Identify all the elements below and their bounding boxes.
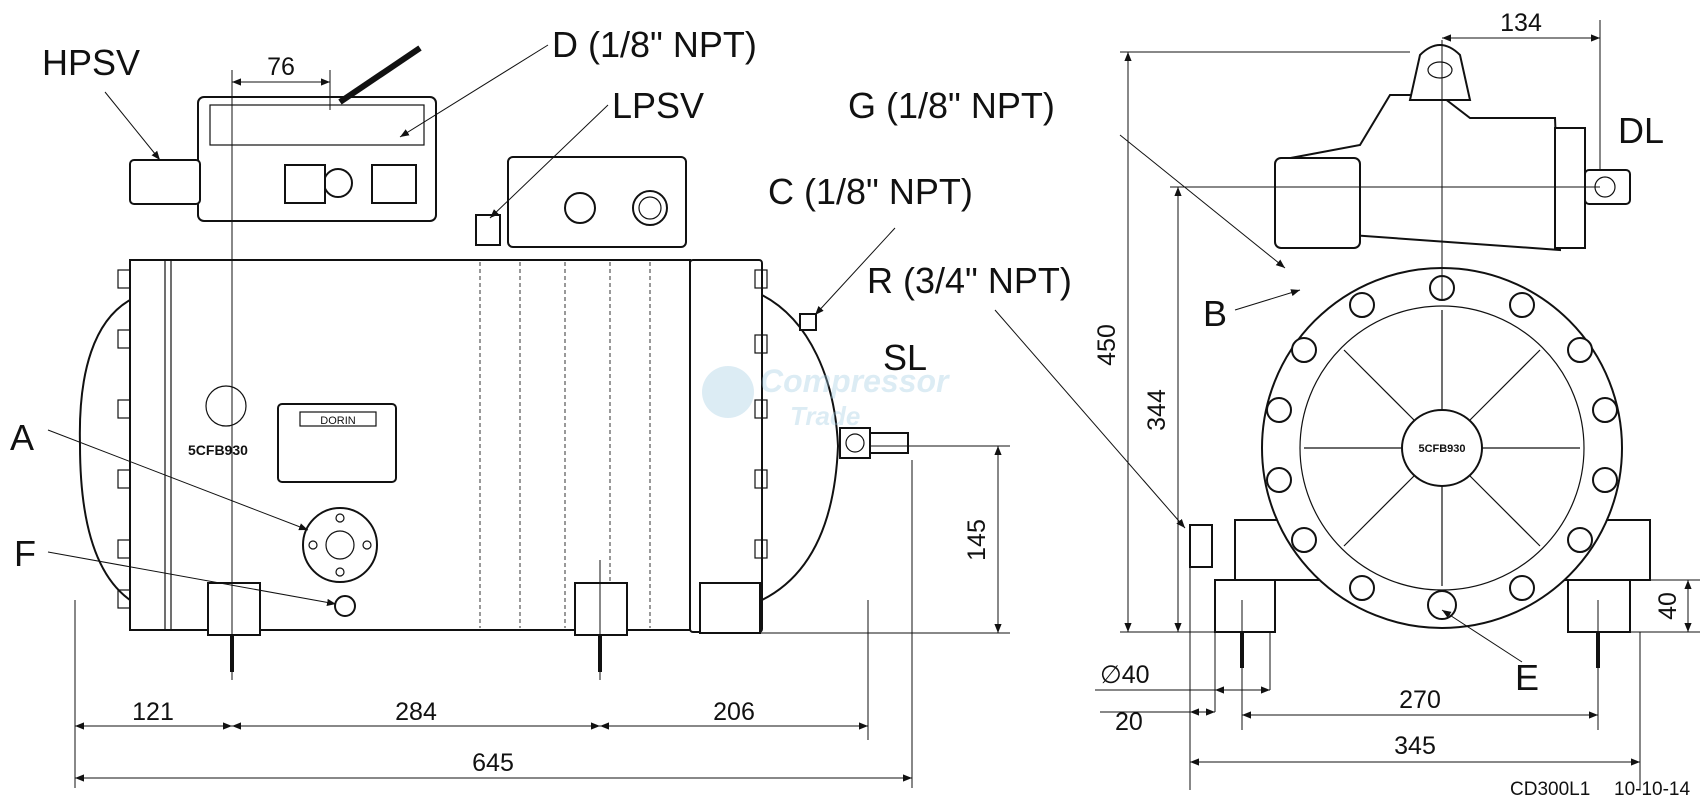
dim-270: 270 (1399, 686, 1441, 714)
nameplate (277, 403, 397, 483)
dim-dia40: ∅40 (1100, 661, 1150, 689)
bearing-flange (689, 259, 763, 633)
dim-134: 134 (1500, 9, 1542, 37)
hpsv-valve (129, 159, 201, 205)
dim-20: 20 (1115, 708, 1143, 736)
label-lpsv: LPSV (612, 85, 704, 126)
left-dimensions: 76 145 121 284 206 645 (74, 53, 1010, 788)
label-dl: DL (1618, 110, 1664, 151)
dim-121: 121 (132, 698, 174, 726)
label-hpsv: HPSV (42, 42, 140, 83)
right-labels: G (1/8" NPT) DL R (3/4" NPT) B E (848, 85, 1664, 698)
motor-end-cap (78, 298, 131, 602)
dim-145: 145 (963, 519, 991, 561)
lpsv-valve (475, 214, 501, 246)
label-a: A (10, 417, 34, 458)
foot-mid (574, 582, 628, 636)
dim-450: 450 (1093, 324, 1121, 366)
foot-left (207, 582, 261, 636)
nameplate-brand: DORIN (320, 415, 356, 427)
dim-40-vertical: 40 (1654, 592, 1682, 620)
sight-glass (302, 507, 378, 583)
label-c: C (1/8" NPT) (768, 171, 973, 212)
label-sl: SL (883, 337, 927, 378)
bolt-ring (1266, 275, 1618, 620)
dim-344: 344 (1143, 389, 1171, 431)
dim-206: 206 (713, 698, 755, 726)
watermark: Compressor Trade (702, 363, 950, 431)
dim-284: 284 (395, 698, 437, 726)
model-marking: 5CFB930 (188, 442, 248, 458)
dim-645: 645 (472, 749, 514, 777)
terminal-box (507, 156, 687, 248)
left-labels: HPSV D (1/8" NPT) LPSV C (1/8" NPT) SL A… (10, 24, 973, 606)
drawing-date: 10-10-14 (1614, 779, 1690, 800)
label-d: D (1/8" NPT) (552, 24, 757, 65)
watermark-line1: Compressor (760, 363, 950, 399)
watermark-line2: Trade (790, 401, 860, 431)
label-f: F (14, 533, 36, 574)
eye-bolt (1408, 44, 1472, 101)
pump-end-cover (761, 293, 840, 602)
sl-valve (839, 427, 871, 459)
label-e: E (1515, 657, 1539, 698)
label-b: B (1203, 293, 1227, 334)
end-view: 5CFB930 (1189, 40, 1651, 730)
label-r: R (3/4" NPT) (867, 260, 1072, 301)
dim-345: 345 (1394, 732, 1436, 760)
end-model-marking: 5CFB930 (1418, 443, 1465, 455)
right-dimensions: 134 450 344 40 ∅40 20 270 345 (1093, 9, 1700, 800)
dim-76: 76 (267, 53, 295, 81)
drawing-code: CD300L1 (1510, 779, 1590, 800)
label-g: G (1/8" NPT) (848, 85, 1055, 126)
side-view: DORIN 5CFB930 Compressor Trade (78, 45, 950, 680)
cover-ribs (1304, 310, 1580, 586)
